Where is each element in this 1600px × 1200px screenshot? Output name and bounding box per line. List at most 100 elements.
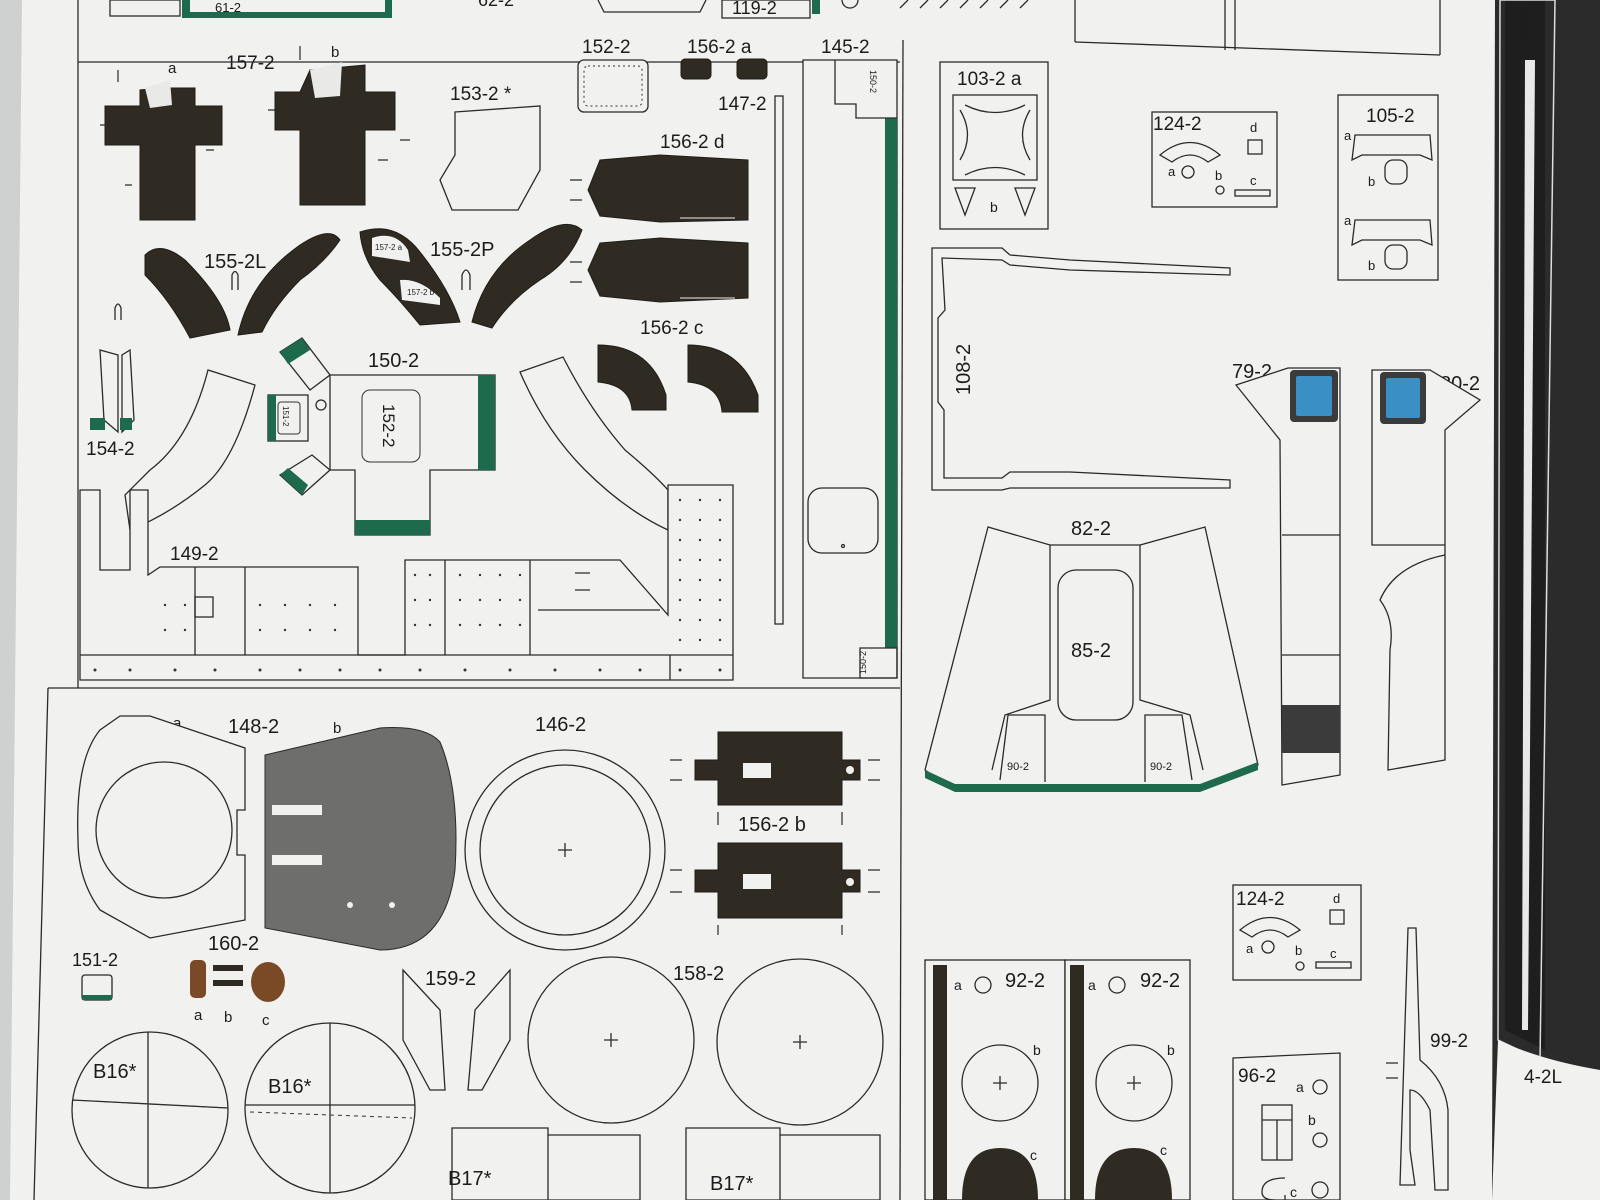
svg-text:156-2 c: 156-2 c [640, 318, 703, 339]
part-156-2d: 156-2 d [570, 132, 749, 303]
label-4-2L: 4-2L [1524, 1067, 1562, 1088]
part-92-2: a 92-2 b c a 92-2 b c [924, 959, 1191, 1200]
part-156-2a: 156-2 a [680, 37, 768, 80]
part-82-2: 82-2 85-2 90-2 90-2 [924, 518, 1259, 792]
svg-text:157-2 a: 157-2 a [375, 243, 403, 252]
part-146-2: 146-2 [464, 714, 666, 951]
part-158-2: 158-2 [527, 956, 884, 1126]
label-61-2: 61-2 [215, 0, 241, 15]
svg-text:b: b [1033, 1042, 1041, 1058]
part-25-2L-strip [1522, 60, 1535, 1030]
part-154-2: 154-2 [86, 303, 135, 460]
svg-text:150-2: 150-2 [858, 651, 868, 674]
svg-text:151-2: 151-2 [281, 406, 290, 427]
svg-text:b: b [333, 720, 341, 737]
part-108-2: 108-2 [931, 247, 1231, 491]
svg-text:92-2: 92-2 [1140, 970, 1180, 992]
svg-text:155-2L: 155-2L [204, 251, 266, 273]
svg-text:124-2: 124-2 [1153, 114, 1202, 135]
label-62-2: 62-2* [478, 0, 521, 10]
svg-text:160-2: 160-2 [208, 933, 259, 955]
part-151-2: 151-2 [72, 950, 118, 1001]
part-124-2-top: 124-2 a b d c [1151, 111, 1278, 208]
label-25-2L: 25-2L [1515, 6, 1531, 42]
svg-text:85-2: 85-2 [1071, 640, 1111, 662]
part-153-2: 153-2 * [439, 84, 541, 211]
svg-text:a: a [1088, 977, 1096, 993]
svg-text:148-2: 148-2 [228, 716, 279, 738]
svg-text:156-2 a: 156-2 a [687, 37, 752, 58]
part-156-2b: 156-2 b [670, 731, 880, 935]
svg-text:149-2: 149-2 [170, 544, 219, 565]
svg-text:a: a [1296, 1079, 1304, 1095]
svg-text:153-2 *: 153-2 * [450, 84, 512, 105]
svg-text:b: b [1368, 174, 1375, 189]
svg-text:c: c [1030, 1147, 1037, 1163]
svg-text:155-2P: 155-2P [430, 239, 495, 261]
svg-text:a: a [1344, 128, 1352, 143]
svg-text:B17*: B17* [448, 1168, 492, 1190]
part-159-2: 159-2 [402, 968, 511, 1091]
svg-text:108-2: 108-2 [953, 344, 975, 395]
svg-text:b: b [331, 44, 339, 61]
svg-text:c: c [1250, 173, 1257, 188]
svg-text:82-2: 82-2 [1071, 518, 1111, 540]
part-124-2-bottom: 124-2 a b d c [1232, 884, 1362, 981]
svg-text:a: a [173, 715, 182, 732]
svg-text:159-2: 159-2 [425, 968, 476, 990]
part-B16: B16* B16* [71, 1022, 416, 1194]
svg-text:B16*: B16* [268, 1076, 312, 1098]
svg-text:157-2 b: 157-2 b [407, 288, 435, 297]
svg-text:156-2 b: 156-2 b [738, 814, 806, 836]
svg-text:b: b [224, 1009, 232, 1026]
svg-text:99-2: 99-2 [1430, 1031, 1468, 1052]
svg-text:151-2: 151-2 [72, 950, 118, 970]
part-160-2: 160-2 a b c [190, 933, 285, 1029]
svg-text:a: a [1246, 941, 1254, 956]
part-155-2L: 155-2L [144, 233, 341, 339]
part-105-2: 105-2 a b a b [1337, 94, 1439, 281]
svg-text:152-2: 152-2 [379, 404, 398, 447]
part-145-2: 145-2 150-2 150-2 [802, 37, 898, 679]
part-148-2: 148-2 a b [77, 715, 457, 951]
svg-text:b: b [1368, 258, 1375, 273]
svg-text:146-2: 146-2 [535, 714, 586, 736]
svg-text:92-2: 92-2 [1005, 970, 1045, 992]
svg-text:124-2: 124-2 [1236, 889, 1285, 910]
top-strip: 61-2 62-2* 119-2 [109, 0, 1029, 19]
part-155-2P: 155-2P 157-2 a 157-2 b [359, 223, 583, 329]
svg-text:150-2: 150-2 [368, 350, 419, 372]
svg-text:a: a [168, 60, 177, 77]
svg-text:b: b [1167, 1042, 1175, 1058]
part-150-2: 150-2 151-2 152-2 [267, 337, 496, 536]
svg-text:145-2: 145-2 [821, 37, 870, 58]
part-B17: B17* B17* [448, 1127, 881, 1200]
svg-text:c: c [1290, 1184, 1297, 1200]
svg-text:a: a [194, 1007, 203, 1024]
svg-text:B16*: B16* [93, 1061, 137, 1083]
part-99-2: 99-2 [1386, 927, 1468, 1191]
part-103-2: 103-2 a b [939, 61, 1049, 230]
svg-text:90-2: 90-2 [1150, 761, 1172, 773]
svg-text:B17*: B17* [710, 1173, 754, 1195]
svg-text:154-2: 154-2 [86, 439, 135, 460]
svg-text:b: b [1215, 168, 1222, 183]
svg-text:c: c [1160, 1142, 1167, 1158]
svg-text:152-2: 152-2 [582, 37, 631, 58]
svg-text:156-2 d: 156-2 d [660, 132, 724, 153]
svg-text:150-2: 150-2 [868, 70, 878, 93]
part-157-2: 157-2 a b [100, 44, 410, 221]
svg-text:d: d [1250, 120, 1257, 135]
svg-text:96-2: 96-2 [1238, 1066, 1276, 1087]
part-96-2: 96-2 a b c [1232, 1052, 1341, 1200]
part-79-2: 79-2 [1232, 361, 1341, 786]
part-156-2c: 156-2 c [597, 318, 759, 413]
part-149-2: 149-2 [79, 484, 734, 681]
svg-text:157-2: 157-2 [226, 53, 275, 74]
svg-text:147-2: 147-2 [718, 94, 767, 115]
part-147-2: 147-2 [718, 94, 784, 625]
svg-text:158-2: 158-2 [673, 963, 724, 985]
svg-text:b: b [990, 199, 998, 215]
part-152-2: 152-2 [577, 37, 649, 113]
svg-text:c: c [262, 1012, 270, 1029]
